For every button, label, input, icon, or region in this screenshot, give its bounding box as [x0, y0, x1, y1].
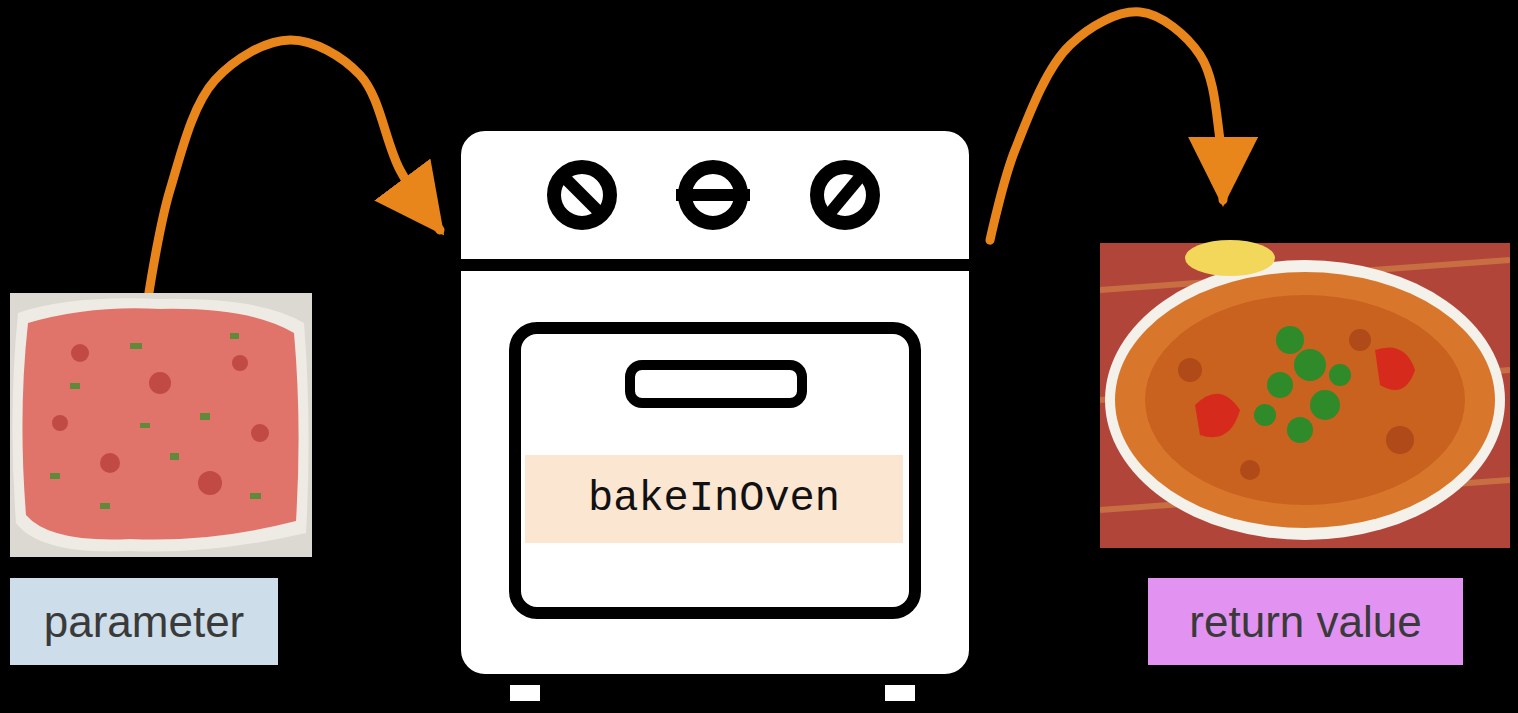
oven-function: bakeInOven [440, 110, 990, 710]
flow-arrow [990, 12, 1223, 240]
illustration [440, 110, 990, 710]
node-label: parameter [10, 578, 278, 665]
node-label: bakeInOven [525, 455, 903, 543]
input-item: parameter [10, 293, 312, 665]
node-label: return value [1148, 578, 1463, 665]
output-item: return value [1100, 200, 1510, 665]
flow-arrow [149, 40, 440, 293]
